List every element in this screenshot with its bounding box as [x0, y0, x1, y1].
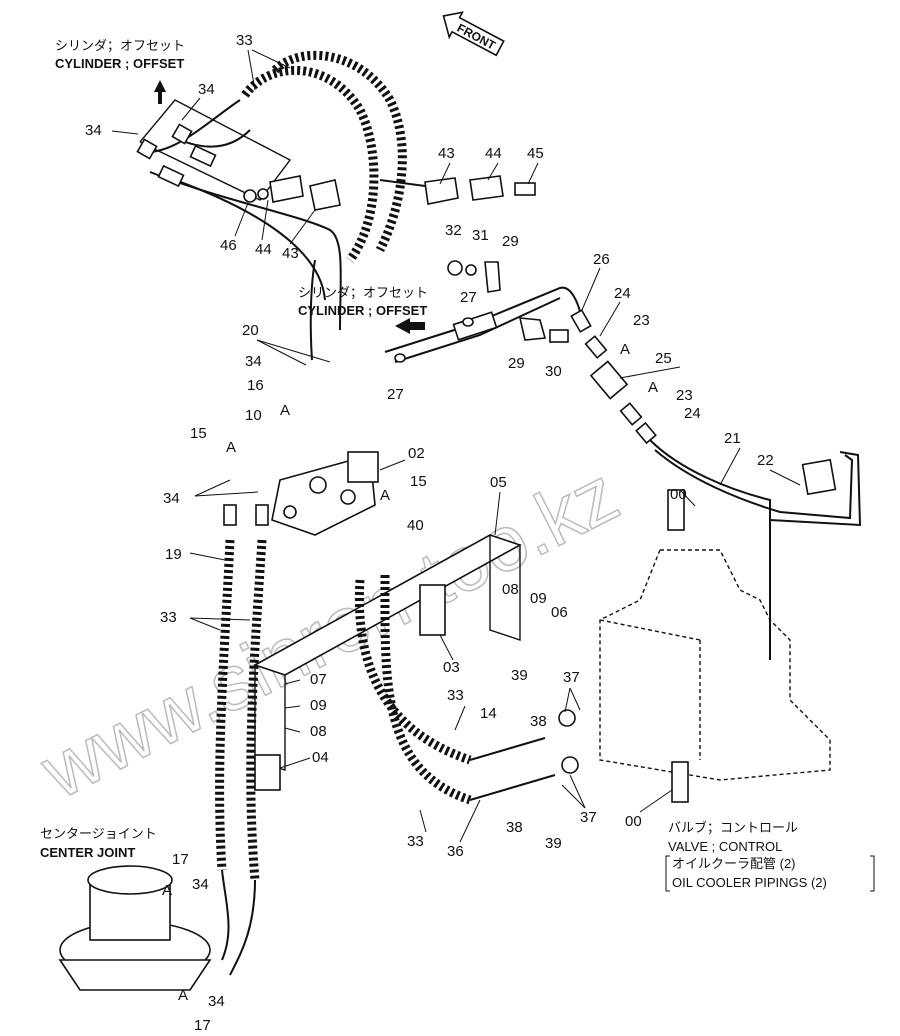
callout-33: 33	[407, 833, 424, 850]
callout-37: 37	[563, 669, 580, 686]
callout-25: 25	[655, 350, 672, 367]
callout-00: 00	[670, 486, 687, 503]
callout-A: A	[178, 987, 188, 1004]
callout-07: 07	[310, 671, 327, 688]
callout-34: 34	[163, 490, 180, 507]
center-joint: センタージョイント CENTER JOINT	[40, 826, 212, 991]
callout-44: 44	[255, 241, 272, 258]
callout-40: 40	[407, 517, 424, 534]
callout-15: 15	[410, 473, 427, 490]
callout-19: 19	[165, 546, 182, 563]
hose-assembly-36	[354, 574, 579, 805]
up-arrow-icon	[154, 80, 166, 104]
left-arrow-icon	[395, 318, 425, 334]
hose-assembly-19	[215, 504, 269, 976]
callout-20: 20	[242, 322, 259, 339]
callout-A: A	[648, 379, 658, 396]
callout-24: 24	[684, 405, 701, 422]
oil-cooler-en: OIL COOLER PIPINGS (2)	[672, 875, 827, 890]
callout-27: 27	[460, 289, 477, 306]
callout-21: 21	[724, 430, 741, 447]
offset-top-jp: シリンダ；オフセット	[55, 38, 185, 54]
pipe-26	[384, 286, 592, 363]
callout-32: 32	[445, 222, 462, 239]
callout-34: 34	[192, 876, 209, 893]
callout-29: 29	[502, 233, 519, 250]
cylinder-offset-mid: シリンダ；オフセット CYLINDER ; OFFSET	[298, 285, 428, 334]
callout-04: 04	[312, 749, 329, 766]
callout-36: 36	[447, 843, 464, 860]
callout-08: 08	[502, 581, 519, 598]
callout-34: 34	[85, 122, 102, 139]
callout-38: 38	[506, 819, 523, 836]
callout-34: 34	[198, 81, 215, 98]
callout-22: 22	[757, 452, 774, 469]
callout-45: 45	[527, 145, 544, 162]
oil-cooler-pipe-21	[649, 439, 862, 660]
callouts: 33 34 34 43 44 45 46 44 43 32 31 29 26 2…	[85, 32, 774, 1034]
callout-26: 26	[593, 251, 610, 268]
callout-39: 39	[511, 667, 528, 684]
bracket-05	[253, 534, 522, 791]
oil-cooler-jp: オイルクーラ配管 (2)	[672, 856, 796, 871]
valve-jp: バルブ；コントロール	[668, 820, 798, 836]
callout-31: 31	[472, 227, 489, 244]
callout-33: 33	[447, 687, 464, 704]
valve-caption: バルブ；コントロール VALVE ; CONTROL オイルクーラ配管 (2) …	[665, 820, 875, 892]
offset-mid-en: CYLINDER ; OFFSET	[298, 303, 427, 318]
callout-15: 15	[190, 425, 207, 442]
front-arrow: FRONT	[442, 11, 505, 57]
callout-29: 29	[508, 355, 525, 372]
callout-23: 23	[676, 387, 693, 404]
callout-43: 43	[438, 145, 455, 162]
callout-37: 37	[580, 809, 597, 826]
offset-top-en: CYLINDER ; OFFSET	[55, 56, 184, 71]
callout-34: 34	[208, 993, 225, 1010]
callout-09: 09	[530, 590, 547, 607]
callout-17: 17	[172, 851, 189, 868]
callout-A: A	[280, 402, 290, 419]
valve-block-02	[271, 451, 379, 536]
clamp-group-upper	[243, 175, 536, 211]
callout-06: 06	[551, 604, 568, 621]
callout-23: 23	[633, 312, 650, 329]
callout-02: 02	[408, 445, 425, 462]
callout-44: 44	[485, 145, 502, 162]
callout-03: 03	[443, 659, 460, 676]
callout-A: A	[620, 341, 630, 358]
callout-38: 38	[530, 713, 547, 730]
callout-30: 30	[545, 363, 562, 380]
center-joint-en: CENTER JOINT	[40, 845, 135, 860]
callout-34: 34	[245, 353, 262, 370]
callout-09: 09	[310, 697, 327, 714]
valve-en: VALVE ; CONTROL	[668, 839, 782, 854]
hose-assembly-33-top	[136, 50, 441, 361]
callout-33: 33	[236, 32, 253, 49]
offset-mid-jp: シリンダ；オフセット	[298, 285, 428, 301]
callout-A: A	[380, 487, 390, 504]
control-valve-body	[599, 489, 831, 803]
cylinder-offset-top: シリンダ；オフセット CYLINDER ; OFFSET	[55, 38, 292, 201]
leader-lines	[111, 49, 801, 843]
callout-08: 08	[310, 723, 327, 740]
callout-00: 00	[625, 813, 642, 830]
callout-24: 24	[614, 285, 631, 302]
callout-33: 33	[160, 609, 177, 626]
callout-A: A	[162, 882, 172, 899]
callout-27: 27	[387, 386, 404, 403]
callout-A: A	[226, 439, 236, 456]
callout-10: 10	[245, 407, 262, 424]
center-joint-jp: センタージョイント	[40, 826, 157, 841]
callout-43: 43	[282, 245, 299, 262]
callout-46: 46	[220, 237, 237, 254]
callout-14: 14	[480, 705, 497, 722]
fitting-chain-23-25	[584, 335, 657, 445]
callout-17: 17	[194, 1017, 211, 1034]
callout-16: 16	[247, 377, 264, 394]
callout-05: 05	[490, 474, 507, 491]
callout-39: 39	[545, 835, 562, 852]
clamp-group-mid	[447, 260, 569, 343]
